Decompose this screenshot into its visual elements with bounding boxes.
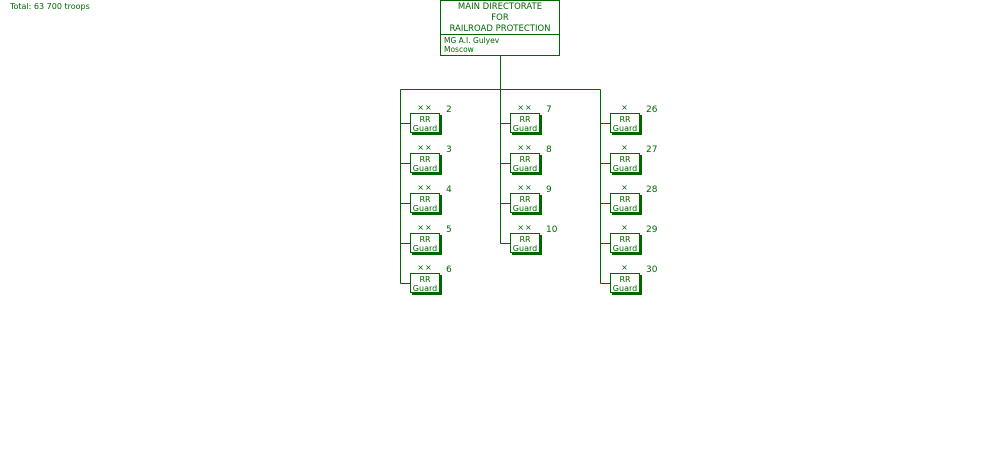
unit-label-line1: RR bbox=[419, 115, 431, 124]
hq-name: MAIN DIRECTORATE FOR RAILROAD PROTECTION bbox=[441, 1, 559, 35]
unit-number: 27 bbox=[646, 145, 658, 155]
unit-label-line2: Guard bbox=[412, 284, 438, 293]
unit-label-line2: Guard bbox=[512, 204, 538, 213]
unit-label-line1: RR bbox=[619, 195, 631, 204]
unit-label-line1: RR bbox=[519, 235, 531, 244]
unit-size-symbol: × bbox=[621, 103, 629, 112]
unit-label-line1: RR bbox=[519, 155, 531, 164]
unit-label-line2: Guard bbox=[412, 124, 438, 133]
unit-size-symbol: ×× bbox=[417, 183, 433, 192]
unit-number: 26 bbox=[646, 105, 658, 115]
unit-size-symbol: ×× bbox=[417, 143, 433, 152]
unit-number: 6 bbox=[446, 265, 452, 275]
unit-size-symbol: × bbox=[621, 183, 629, 192]
unit-label-line2: Guard bbox=[512, 164, 538, 173]
unit-number: 2 bbox=[446, 105, 452, 115]
unit-label-line1: RR bbox=[619, 115, 631, 124]
unit-label-line2: Guard bbox=[612, 124, 638, 133]
unit-label-line1: RR bbox=[519, 115, 531, 124]
unit-label-line1: RR bbox=[419, 275, 431, 284]
unit-label-line1: RR bbox=[619, 235, 631, 244]
unit-number: 30 bbox=[646, 265, 658, 275]
unit-number: 7 bbox=[546, 105, 552, 115]
unit-number: 28 bbox=[646, 185, 658, 195]
unit-size-symbol: ×× bbox=[517, 183, 533, 192]
hq-name-line: RAILROAD PROTECTION bbox=[449, 24, 551, 34]
hq-commander: MG A.I. Gulyev bbox=[444, 36, 500, 45]
hq-box: MAIN DIRECTORATE FOR RAILROAD PROTECTION… bbox=[440, 0, 560, 56]
hq-name-line: FOR bbox=[491, 13, 509, 23]
unit-number: 8 bbox=[546, 145, 552, 155]
unit-label-line2: Guard bbox=[512, 124, 538, 133]
unit-size-symbol: × bbox=[621, 223, 629, 232]
unit-label-line2: Guard bbox=[612, 244, 638, 253]
unit-number: 4 bbox=[446, 185, 452, 195]
hq-info: MG A.I. Gulyev Moscow bbox=[441, 35, 559, 55]
unit-number: 9 bbox=[546, 185, 552, 195]
unit-label-line2: Guard bbox=[412, 244, 438, 253]
unit-label-line2: Guard bbox=[412, 164, 438, 173]
unit-size-symbol: ×× bbox=[417, 263, 433, 272]
total-troops-label: Total: 63 700 troops bbox=[10, 2, 90, 11]
unit-size-symbol: ×× bbox=[517, 103, 533, 112]
unit-size-symbol: × bbox=[621, 263, 629, 272]
unit-label-line2: Guard bbox=[412, 204, 438, 213]
unit-number: 3 bbox=[446, 145, 452, 155]
unit-number: 10 bbox=[546, 225, 558, 235]
unit-label-line1: RR bbox=[519, 195, 531, 204]
unit-label-line1: RR bbox=[419, 195, 431, 204]
unit-size-symbol: × bbox=[621, 143, 629, 152]
unit-label-line1: RR bbox=[419, 155, 431, 164]
unit-label-line2: Guard bbox=[612, 204, 638, 213]
unit-label-line1: RR bbox=[619, 155, 631, 164]
unit-number: 5 bbox=[446, 225, 452, 235]
unit-size-symbol: ×× bbox=[417, 103, 433, 112]
unit-label-line2: Guard bbox=[512, 244, 538, 253]
unit-label-line1: RR bbox=[419, 235, 431, 244]
unit-label-line2: Guard bbox=[612, 164, 638, 173]
unit-size-symbol: ×× bbox=[517, 143, 533, 152]
hq-name-line: MAIN DIRECTORATE bbox=[457, 2, 543, 12]
unit-number: 29 bbox=[646, 225, 658, 235]
unit-label-line2: Guard bbox=[612, 284, 638, 293]
unit-size-symbol: ×× bbox=[517, 223, 533, 232]
unit-label-line1: RR bbox=[619, 275, 631, 284]
unit-size-symbol: ×× bbox=[417, 223, 433, 232]
hq-location: Moscow bbox=[444, 45, 474, 54]
